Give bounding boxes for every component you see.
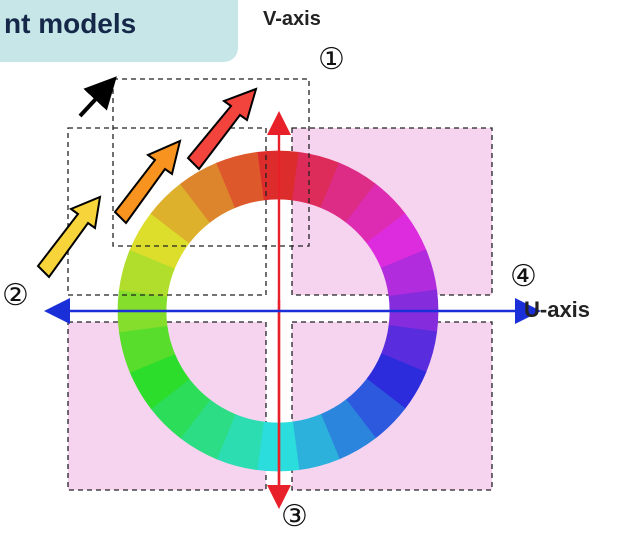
outline-box-shifted (112, 78, 310, 247)
marker-2: ② (2, 278, 29, 313)
marker-3: ③ (281, 499, 308, 534)
outline-box-top-left (67, 127, 267, 296)
title-banner: nt models (0, 0, 238, 62)
v-axis-label: V-axis (263, 8, 321, 30)
color-wheel-segment (216, 151, 264, 209)
block-arrows (36, 87, 258, 279)
shift-direction-arrow (78, 76, 117, 118)
u-axis-label: U-axis (524, 297, 591, 322)
marker-1: ① (318, 42, 345, 77)
slide-title: nt models (4, 8, 137, 39)
block-arrow-red (186, 87, 258, 171)
dashed-outlines (67, 78, 310, 296)
marker-4: ④ (510, 259, 537, 294)
block-arrow-orange (113, 139, 182, 225)
block-arrow-yellow (36, 195, 102, 279)
